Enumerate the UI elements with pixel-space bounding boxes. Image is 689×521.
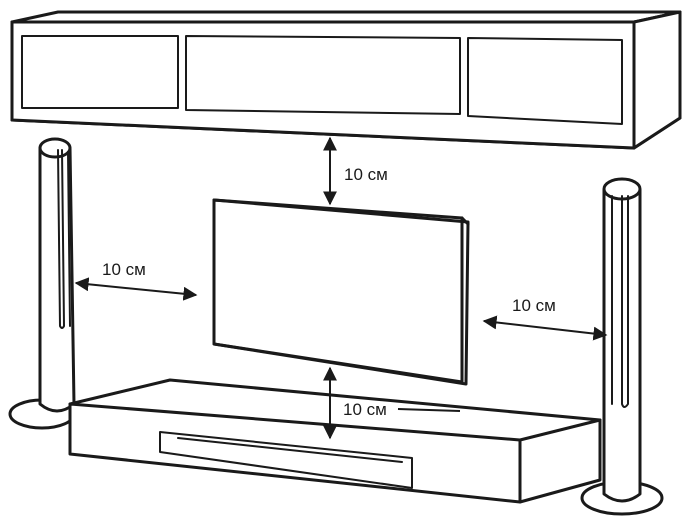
shelf-compartment-left xyxy=(21,35,179,109)
label-left-of-tv: 10 см xyxy=(102,260,146,279)
label-leader-below xyxy=(397,408,461,412)
wall-shelf xyxy=(10,10,682,150)
label-below-tv: 10 см xyxy=(343,400,387,419)
left-speaker xyxy=(8,137,76,430)
right-speaker xyxy=(580,177,664,516)
label-above-tv: 10 см xyxy=(344,165,388,184)
clearance-arrow-right xyxy=(482,315,608,341)
television xyxy=(212,198,470,386)
shelf-compartment-center xyxy=(185,35,461,115)
stand-drawer xyxy=(159,431,413,489)
tv-stand xyxy=(68,378,602,504)
shelf-compartment-right xyxy=(467,37,623,125)
clearance-arrow-left xyxy=(74,277,198,301)
label-right-of-tv: 10 см xyxy=(512,296,556,315)
